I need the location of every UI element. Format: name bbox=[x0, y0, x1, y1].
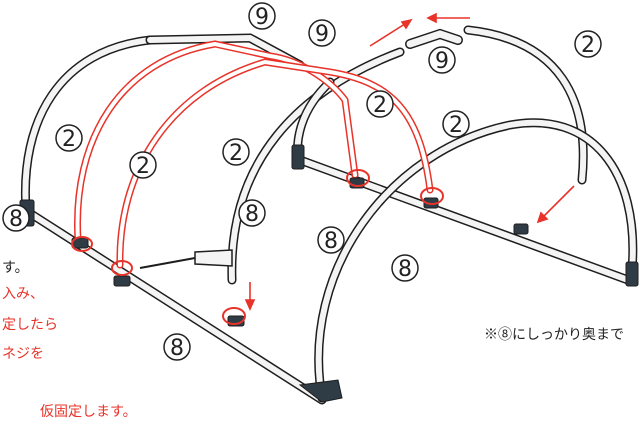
label-2-f: 2 bbox=[129, 151, 157, 179]
svg-text:8: 8 bbox=[398, 257, 412, 282]
svg-text:2: 2 bbox=[449, 113, 463, 138]
svg-text:2: 2 bbox=[229, 141, 243, 166]
label-2-a: 2 bbox=[574, 30, 602, 58]
label-8-c: 8 bbox=[317, 226, 345, 254]
note-right: ※⑧にしっかり奥まで bbox=[484, 327, 624, 343]
label-2-e: 2 bbox=[222, 138, 250, 166]
label-2-c: 2 bbox=[442, 110, 470, 138]
label-9-c: 9 bbox=[428, 46, 456, 74]
svg-text:9: 9 bbox=[315, 22, 329, 47]
svg-text:9: 9 bbox=[435, 49, 449, 74]
svg-text:2: 2 bbox=[62, 127, 76, 152]
arch-right-back bbox=[463, 25, 588, 185]
arch-right-front bbox=[314, 118, 638, 403]
red-arch-1 bbox=[74, 40, 359, 244]
label-8-e: 8 bbox=[163, 333, 191, 361]
svg-text:8: 8 bbox=[324, 229, 338, 254]
svg-text:2: 2 bbox=[581, 33, 595, 58]
direction-arrows bbox=[244, 12, 575, 311]
arch-middle bbox=[227, 47, 405, 285]
label-2-d: 2 bbox=[55, 124, 83, 152]
red-arch-2 bbox=[116, 58, 434, 269]
socket-highlights bbox=[71, 169, 444, 325]
note-red-line-1: 入み、 bbox=[2, 286, 44, 302]
svg-text:8: 8 bbox=[245, 202, 259, 227]
label-8-b: 8 bbox=[2, 204, 30, 232]
joint-piece-top bbox=[405, 28, 463, 49]
label-8-d: 8 bbox=[391, 254, 419, 282]
arch-left-outer bbox=[20, 35, 155, 215]
note-suffix: す。 bbox=[2, 260, 29, 276]
svg-text:9: 9 bbox=[255, 5, 269, 30]
note-red-line-2: 定したら bbox=[2, 317, 58, 333]
note-red-line-4: 仮固定します。 bbox=[40, 404, 137, 420]
label-9-b: 9 bbox=[308, 19, 336, 47]
svg-text:2: 2 bbox=[373, 93, 387, 118]
screwdriver-icon bbox=[139, 249, 233, 269]
label-2-b: 2 bbox=[366, 90, 394, 118]
svg-text:2: 2 bbox=[136, 154, 150, 179]
svg-text:8: 8 bbox=[9, 207, 23, 232]
joint-connectors bbox=[19, 144, 639, 403]
label-8-a: 8 bbox=[238, 199, 266, 227]
note-red-line-3: ネジを bbox=[2, 346, 44, 362]
svg-text:8: 8 bbox=[170, 336, 184, 361]
label-9-a: 9 bbox=[248, 2, 276, 30]
